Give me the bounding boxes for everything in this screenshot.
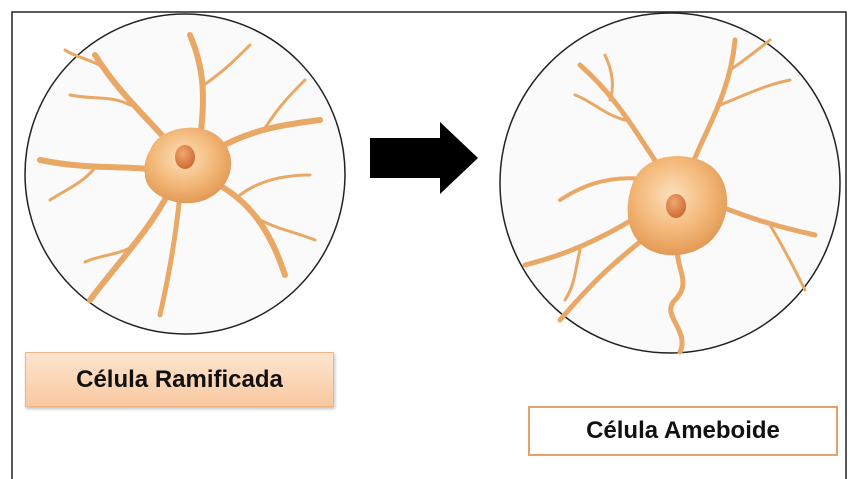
ramified-cell-illustration [25,14,345,334]
ramified-cell-label: Célula Ramificada [25,352,334,407]
transition-arrow [370,122,478,194]
amoeboid-cell-label: Célula Ameboide [528,406,838,456]
amoeboid-cell-illustration [500,13,840,353]
right-nucleus [666,194,686,218]
left-nucleus [175,145,195,169]
